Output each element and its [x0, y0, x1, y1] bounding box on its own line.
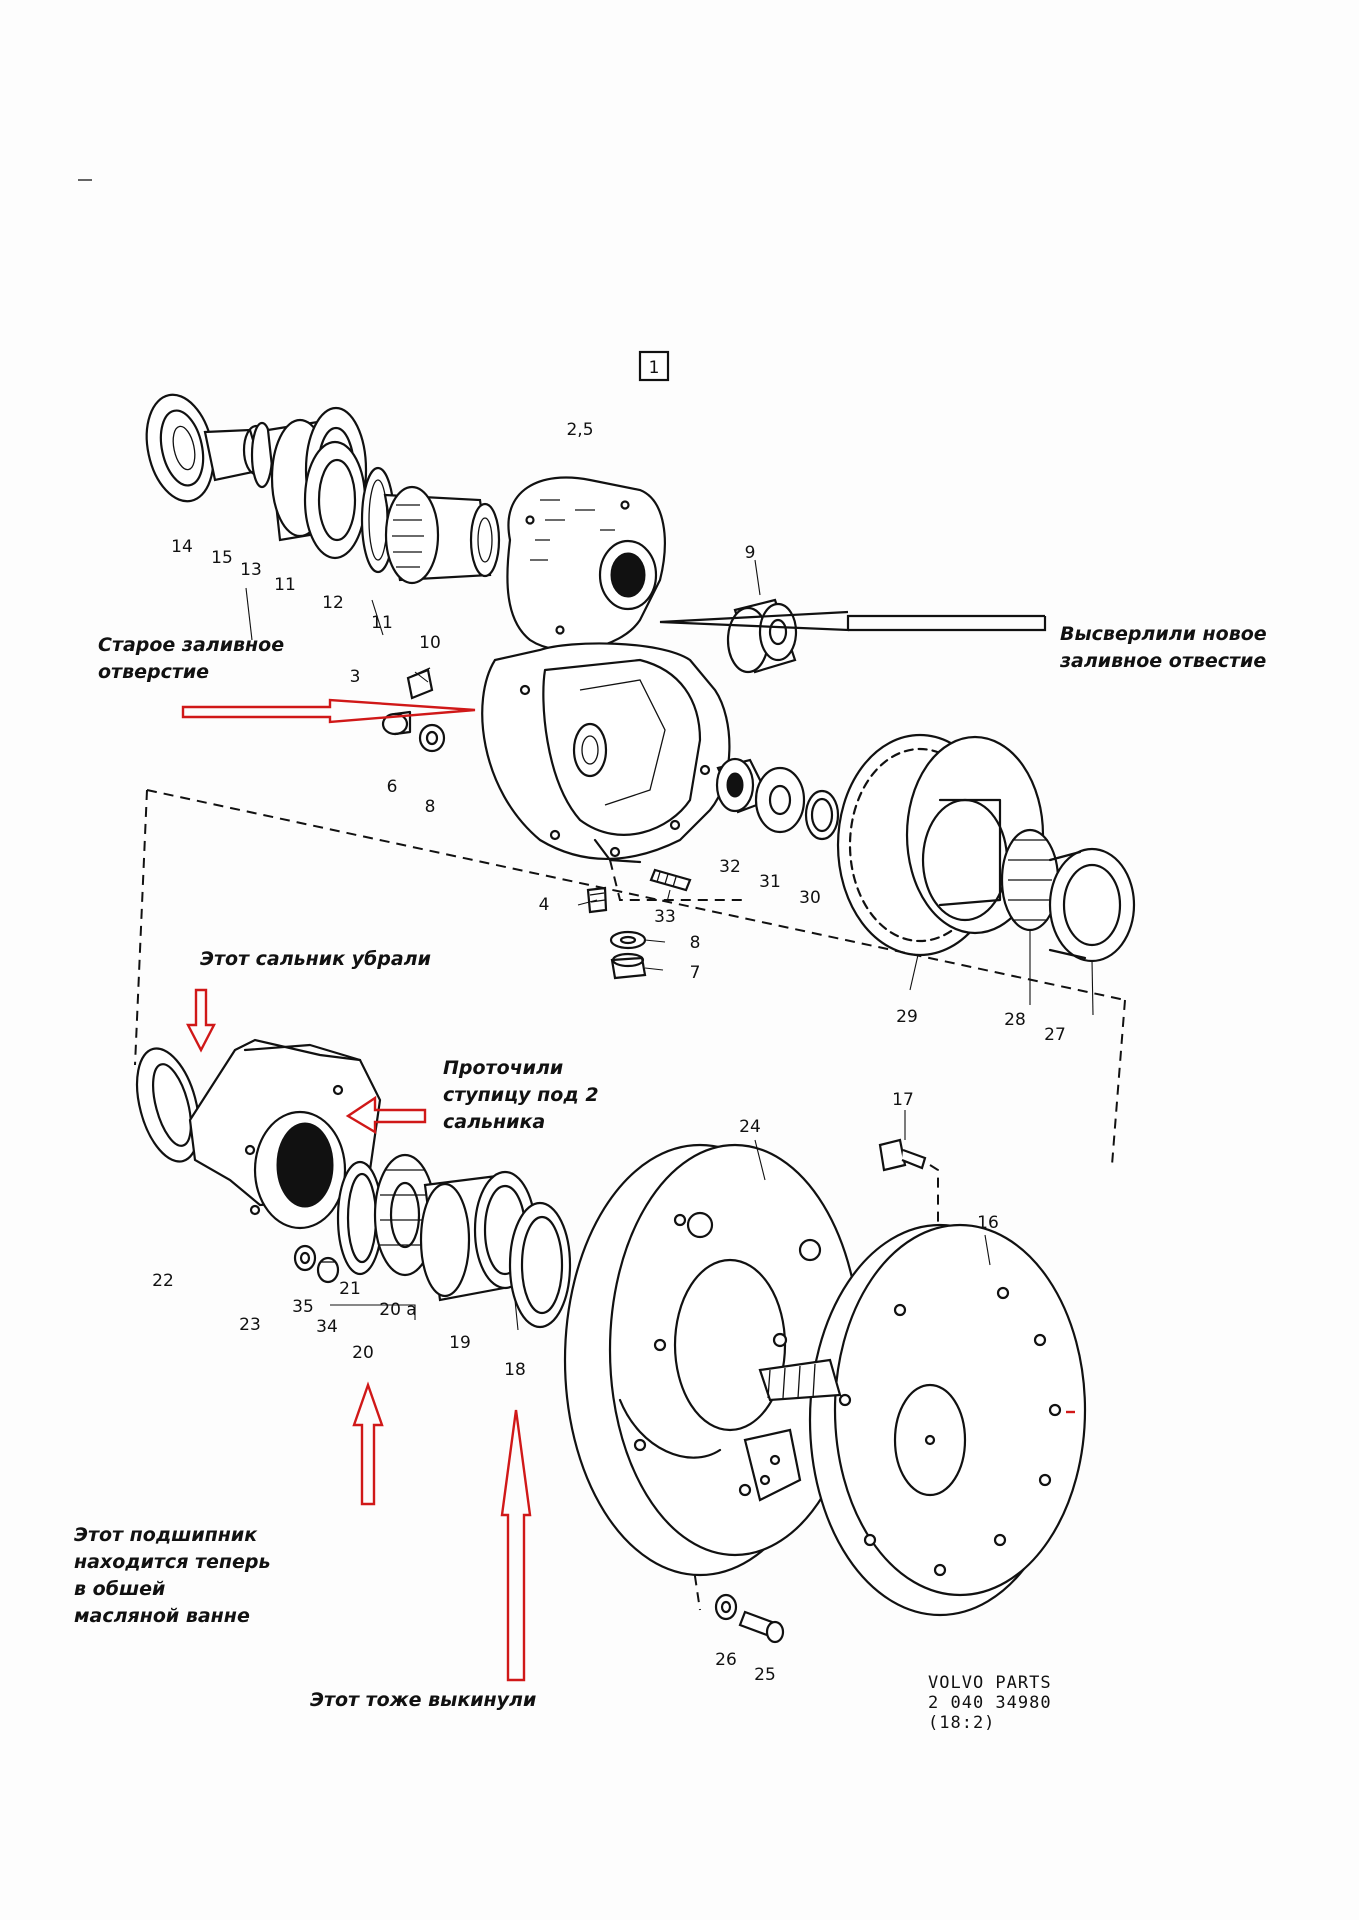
part-23-flange — [188, 1038, 382, 1230]
part-8-washer-a — [418, 723, 446, 753]
label-11b: 11 — [371, 613, 393, 633]
annotation-hub-machined: Проточили ступицу под 2 сальника — [443, 1057, 599, 1133]
old-fill-hole-arrow — [181, 698, 476, 724]
label-26: 26 — [715, 1650, 737, 1670]
part-16-cover — [758, 1223, 1087, 1617]
part-26-washer — [714, 1593, 738, 1621]
part-labels: 14 15 13 11 12 11 10 2,5 9 3 6 8 4 33 8 … — [152, 420, 1066, 1685]
annotation-old-fill-hole: Старое заливное отверстие — [98, 634, 284, 683]
part-17-bolt — [878, 1138, 927, 1172]
footer-line-2: 2 040 34980 — [928, 1693, 1052, 1713]
part-35-washer — [293, 1244, 317, 1272]
part-30-ring — [804, 789, 840, 841]
annotation-bearing-oil-bath: Этот подшипник находится теперь в обшей … — [74, 1524, 271, 1627]
figure-marker-label: 1 — [649, 358, 660, 378]
annotation-bearing-oil-bath-line-2: находится теперь — [74, 1551, 271, 1573]
label-18: 18 — [504, 1360, 526, 1380]
annotation-bearing-oil-bath-line-4: масляной ванне — [74, 1605, 250, 1627]
label-14: 14 — [171, 537, 193, 557]
annotation-old-fill-hole-line-2: отверстие — [98, 661, 209, 683]
annotation-seal-removed: Этот сальник убрали — [200, 948, 431, 970]
label-11a: 11 — [274, 575, 296, 595]
label-2-5: 2,5 — [566, 420, 593, 440]
part-14-seal — [145, 393, 215, 503]
also-discarded-arrow — [500, 1409, 532, 1682]
annotation-new-fill-hole-line-1: Высверлили новое — [1060, 623, 1267, 645]
annotation-hub-machined-line-2: ступицу под 2 — [443, 1084, 599, 1106]
label-24: 24 — [739, 1117, 761, 1137]
label-10: 10 — [419, 633, 441, 653]
label-16: 16 — [977, 1213, 999, 1233]
label-29: 29 — [896, 1007, 918, 1027]
label-8a: 8 — [425, 797, 436, 817]
part-2-5-housing — [506, 476, 666, 652]
annotation-bearing-oil-bath-line-3: в обшей — [74, 1578, 165, 1600]
part-31-washer — [754, 766, 806, 834]
assembly-line-right — [1111, 999, 1126, 1166]
part-7-nut — [610, 952, 647, 980]
part-6-plug — [381, 710, 412, 736]
label-12: 12 — [322, 593, 344, 613]
part-12-bearing — [303, 440, 367, 560]
assembly-line-housing-stud — [609, 859, 745, 901]
part-9-plug — [726, 598, 798, 674]
label-17: 17 — [892, 1090, 914, 1110]
hub-machined-arrow — [345, 1095, 427, 1135]
annotation-hub-machined-line-1: Проточили — [443, 1057, 563, 1079]
label-19: 19 — [449, 1333, 471, 1353]
label-8b: 8 — [690, 933, 701, 953]
part-22-seal — [135, 1047, 201, 1163]
label-28: 28 — [1004, 1010, 1026, 1030]
part-24-disc — [563, 1143, 862, 1577]
footer-line-1: VOLVO PARTS — [928, 1673, 1052, 1693]
label-25: 25 — [754, 1665, 776, 1685]
assembly-line-diagonal — [146, 789, 1126, 1001]
label-30: 30 — [799, 888, 821, 908]
annotation-hub-machined-line-3: сальника — [443, 1111, 545, 1133]
label-3: 3 — [350, 667, 361, 687]
annotation-bearing-oil-bath-line-1: Этот подшипник — [74, 1524, 258, 1546]
label-20a: 20 a — [379, 1300, 416, 1320]
new-fill-hole-arrow — [659, 610, 1047, 632]
part-18-seal — [508, 1201, 572, 1329]
label-13: 13 — [240, 560, 262, 580]
label-33: 33 — [654, 907, 676, 927]
part-10-gear-shaft — [383, 485, 501, 585]
label-21: 21 — [339, 1279, 361, 1299]
label-7: 7 — [690, 963, 701, 983]
annotation-old-fill-hole-line-1: Старое заливное — [98, 634, 284, 656]
annotation-also-discarded: Этот тоже выкинули — [310, 1689, 536, 1711]
label-9: 9 — [745, 543, 756, 563]
label-15: 15 — [211, 548, 233, 568]
label-6: 6 — [387, 777, 398, 797]
annotation-new-fill-hole: Высверлили новое заливное отвестие — [1059, 623, 1267, 672]
bearing-oil-bath-arrow — [352, 1381, 384, 1506]
part-25-screw — [738, 1610, 785, 1644]
part-27-bearing-cup — [1048, 847, 1136, 963]
part-3-screw — [406, 667, 434, 700]
part-2-5-gear-case — [481, 642, 731, 864]
label-35: 35 — [292, 1297, 314, 1317]
label-27: 27 — [1044, 1025, 1066, 1045]
part-34-nut — [316, 1256, 340, 1284]
label-20: 20 — [352, 1343, 374, 1363]
assembly-line-left — [134, 789, 148, 1066]
part-33-stud — [649, 868, 692, 892]
annotation-new-fill-hole-line-2: заливное отвестие — [1059, 650, 1266, 672]
figure-marker: 1 — [638, 350, 670, 382]
volvo-parts-footer: VOLVO PARTS 2 040 34980 (18:2) — [928, 1673, 1052, 1733]
label-4: 4 — [539, 895, 550, 915]
part-8-washer-b — [609, 930, 647, 950]
label-32: 32 — [719, 857, 741, 877]
label-22: 22 — [152, 1271, 174, 1291]
footer-line-3: (18:2) — [928, 1713, 995, 1733]
label-31: 31 — [759, 872, 781, 892]
leader-lines — [245, 559, 1094, 1331]
label-23: 23 — [239, 1315, 261, 1335]
label-34: 34 — [316, 1317, 338, 1337]
seal-removed-arrow — [186, 988, 216, 1053]
